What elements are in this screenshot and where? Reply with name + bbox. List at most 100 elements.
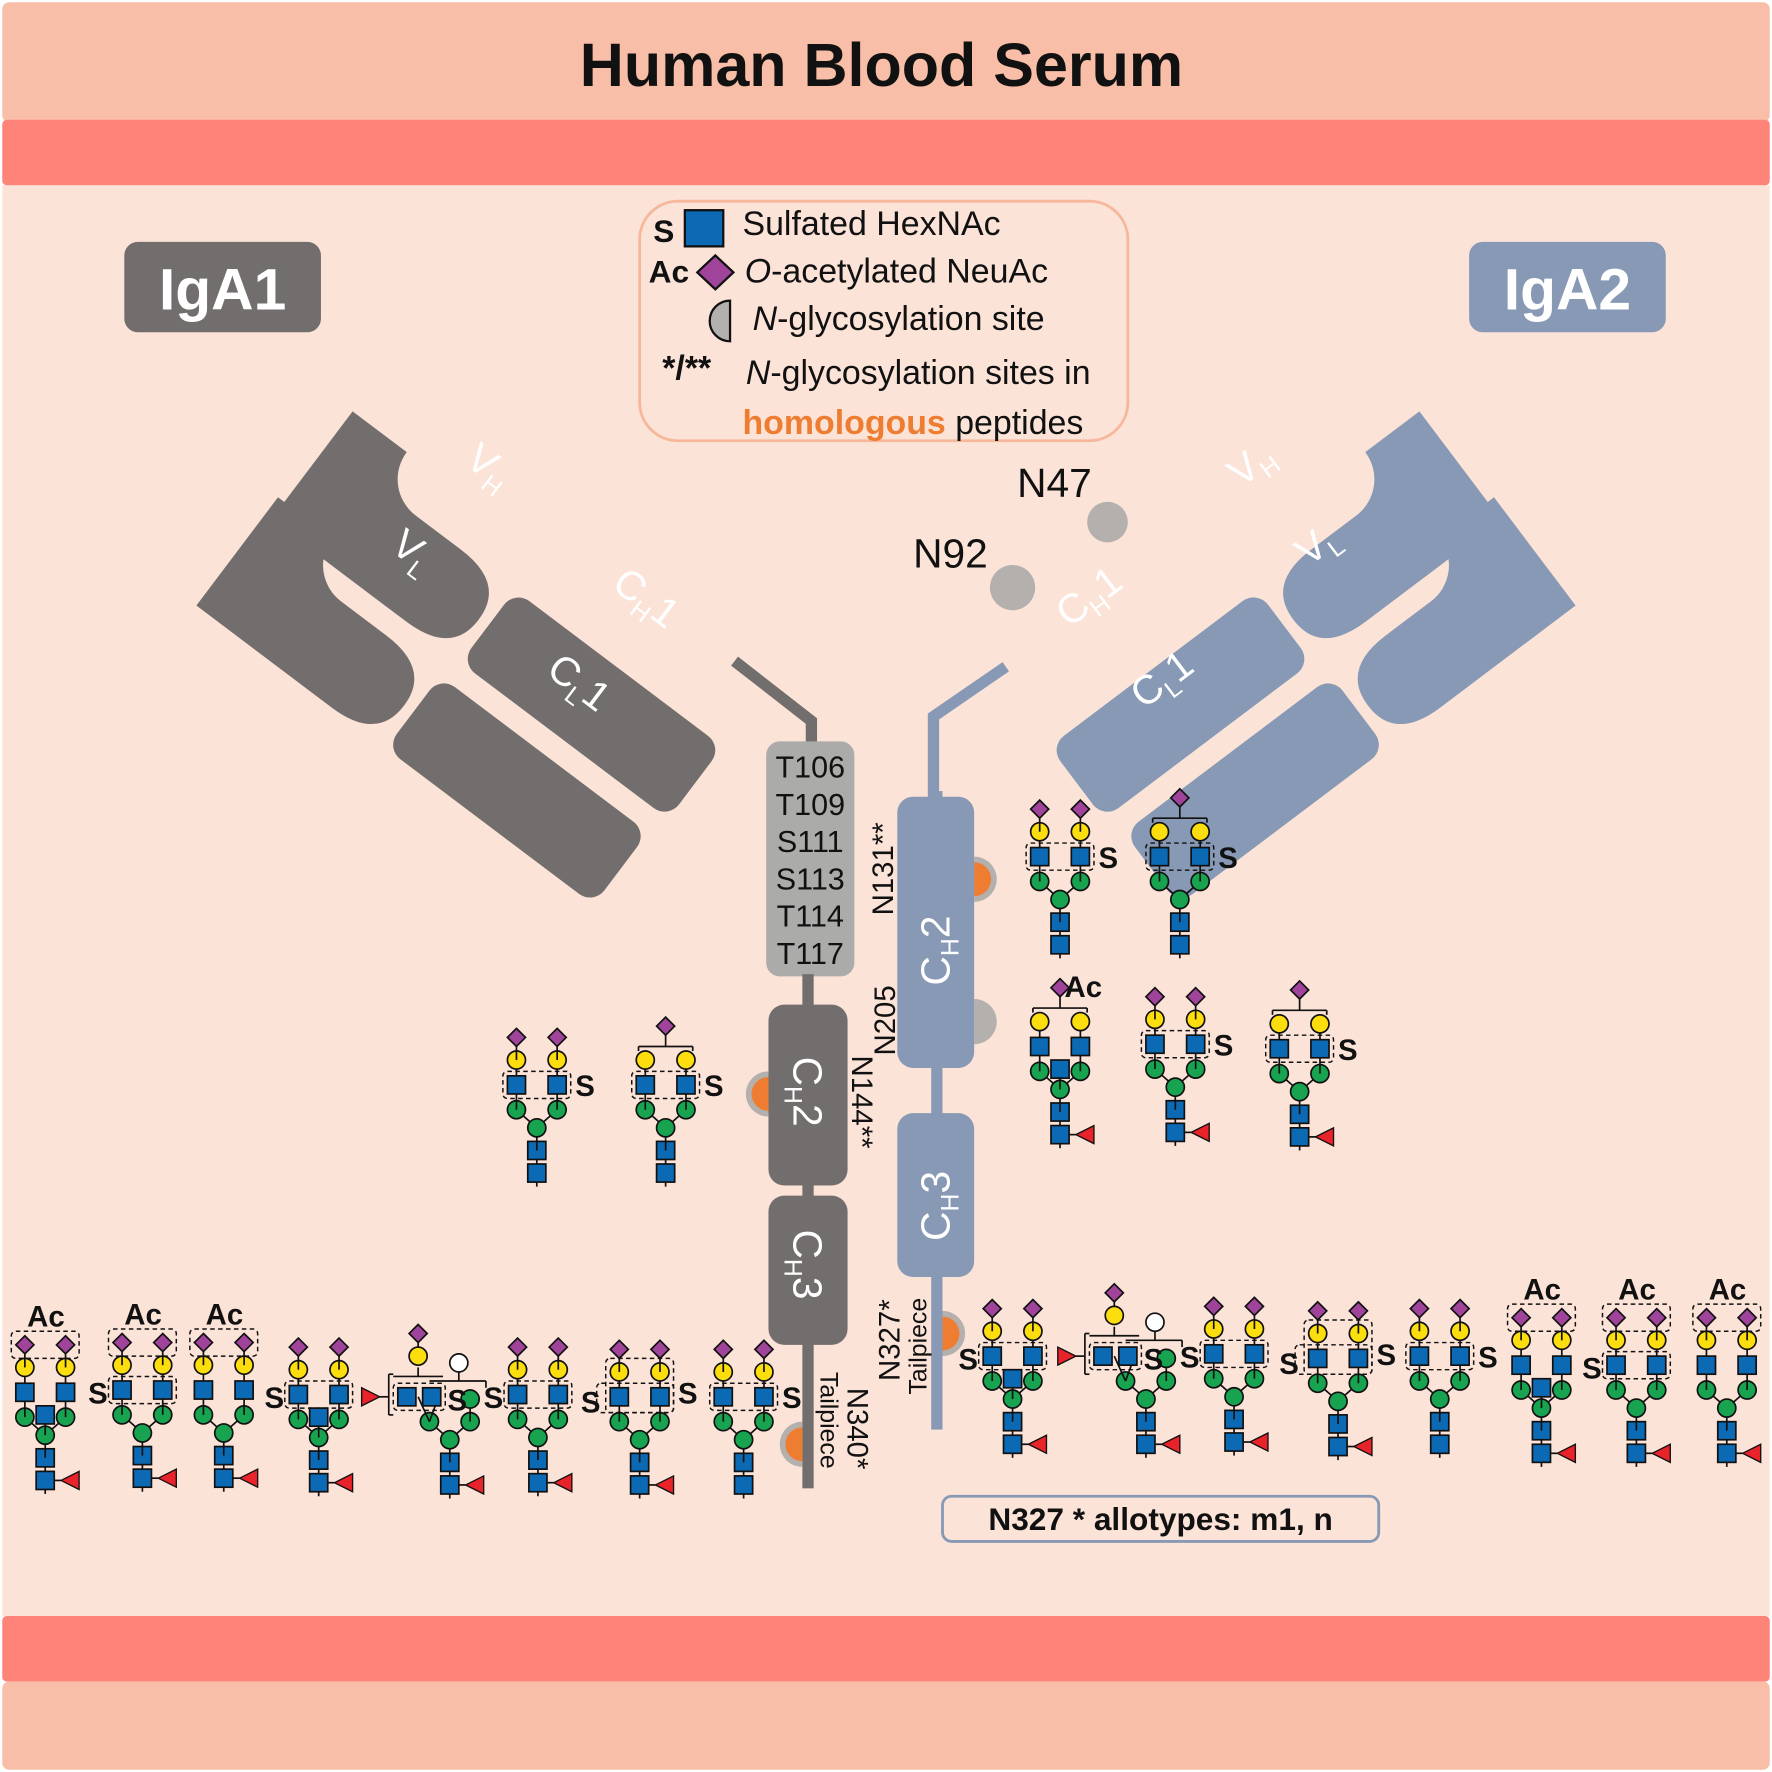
fucose-triangle-icon [1313,1126,1335,1148]
glycan: S [1057,1282,1183,1458]
hinge-o-site-label: T109 [776,788,846,822]
mannose-circle-icon [1429,1389,1450,1409]
neuac-diamond-icon [1646,1307,1667,1328]
hexnac-square-icon [213,1468,234,1489]
neuac-diamond-icon [1449,1298,1471,1319]
mannose-circle-icon [1050,889,1070,910]
fucose-triangle-icon [653,1474,675,1496]
neuac-diamond-icon [1203,1296,1224,1317]
neuac-diamond-icon [1551,1307,1573,1328]
glycan: S [1264,979,1358,1151]
acetyl-label: Ac [124,1298,162,1331]
fucose-triangle-icon [1074,1124,1095,1145]
iga1-ch3-label: CH3 [778,1230,830,1300]
membrane-band-top [2,119,1770,186]
glycan: AcS [1582,1274,1672,1467]
n-glycosylation-site-icon [708,299,732,343]
hexnac-square-icon [733,1475,754,1495]
hexnac-square-icon [35,1470,56,1491]
sulfate-label: S [575,1070,595,1103]
sulfate-label: S [1279,1348,1299,1381]
hexnac-square-icon [1050,1124,1070,1145]
sulfate-label: S [782,1382,802,1415]
glycan: S [1145,787,1238,959]
legend-homologous-line1: N-glycosylation sites in [746,354,1091,392]
hexnac-square-icon [1029,1036,1050,1057]
hexnac-square-icon [1093,1346,1113,1367]
iga2-n47-label: N47 [1017,460,1092,506]
iga1-ch3-domain [768,1195,848,1345]
galactose-circle-icon [1104,1305,1125,1326]
sulfate-label: S [1214,1030,1234,1063]
neuac-diamond-icon [1029,798,1050,820]
glycan: S [1140,986,1234,1146]
iga2-n47-site [1087,501,1128,543]
glycan: Ac [189,1298,259,1492]
neuac-diamond-icon [1104,1282,1125,1304]
sulfate-label: S [1180,1341,1200,1374]
fucose-triangle-icon [59,1470,80,1491]
hexnac-square-icon [609,1386,630,1407]
hexnac-square-icon [112,1380,132,1400]
sulfate-label: S [958,1344,978,1377]
hexnac-square-icon [1409,1346,1430,1367]
modification-box [595,1382,675,1414]
hexnac-square-icon [1348,1348,1369,1369]
iga2-n205-site [974,999,997,1045]
iga2-cl1-domain [1131,683,1379,898]
fucose-triangle-icon [1650,1443,1671,1464]
iga2-n205-label: N205 [869,985,902,1055]
hexnac-square-icon [1185,1034,1206,1055]
hexnac-square-icon [548,1384,569,1405]
hexose-circle-icon [1145,1312,1165,1333]
iga1-hinge-region [766,741,855,977]
legend-homologous-line2: homologous peptides [742,404,1083,442]
glycan: Ac [10,1301,80,1494]
hexnac-square-icon [635,1075,656,1095]
modification-box [107,1375,178,1405]
hexnac-square-icon [193,1380,214,1400]
neuac-diamond-icon [55,1334,76,1356]
neuac-diamond-icon [1409,1298,1430,1319]
iga1-cl1-domain [393,683,641,898]
neuac-diamond-icon [1605,1307,1627,1328]
fucose-triangle-icon [1741,1443,1762,1464]
hexnac-square-icon [1307,1348,1328,1369]
fucose-triangle-icon [464,1474,485,1496]
hexnac-square-icon [1070,846,1091,867]
glycan: S [1405,1298,1498,1458]
galactose-circle-icon [1190,821,1211,842]
iga2-ch3-label: CH3 [912,1171,964,1241]
glycan: S [1180,1296,1269,1456]
neuac-diamond-icon [407,1323,429,1344]
mannose-circle-icon [526,1117,547,1138]
neuac-diamond-icon [328,1336,350,1358]
galactose-circle-icon [1029,1011,1050,1032]
hexnac-square-icon [1289,1126,1310,1147]
sulfate-label: S [1582,1353,1602,1386]
hexnac-square-icon [1070,1036,1091,1057]
mannose-circle-icon [655,1117,676,1138]
iga1-label: IgA1 [124,241,321,333]
galactose-circle-icon [1149,821,1170,842]
hexnac-square-icon [1002,1434,1023,1455]
iga2-heavy-linker [927,662,1009,803]
mannose-circle-icon [629,1429,650,1450]
hexnac-square-icon [655,1163,676,1183]
neuac-diamond-icon [288,1336,309,1358]
neuac-diamond-icon [713,1339,734,1360]
mannose-circle-icon [1224,1386,1244,1407]
hexnac-square-icon [1531,1377,1552,1398]
iga2-ch2-label: CH2 [912,915,964,985]
hexnac-square-icon [1050,934,1070,955]
hexnac-square-icon [329,1384,349,1405]
hexnac-square-icon [1646,1355,1667,1376]
modification-box [1294,1344,1373,1375]
page-title: Human Blood Serum [580,31,1183,99]
glycan: AcS [88,1298,178,1492]
mannose-circle-icon [1328,1391,1348,1412]
